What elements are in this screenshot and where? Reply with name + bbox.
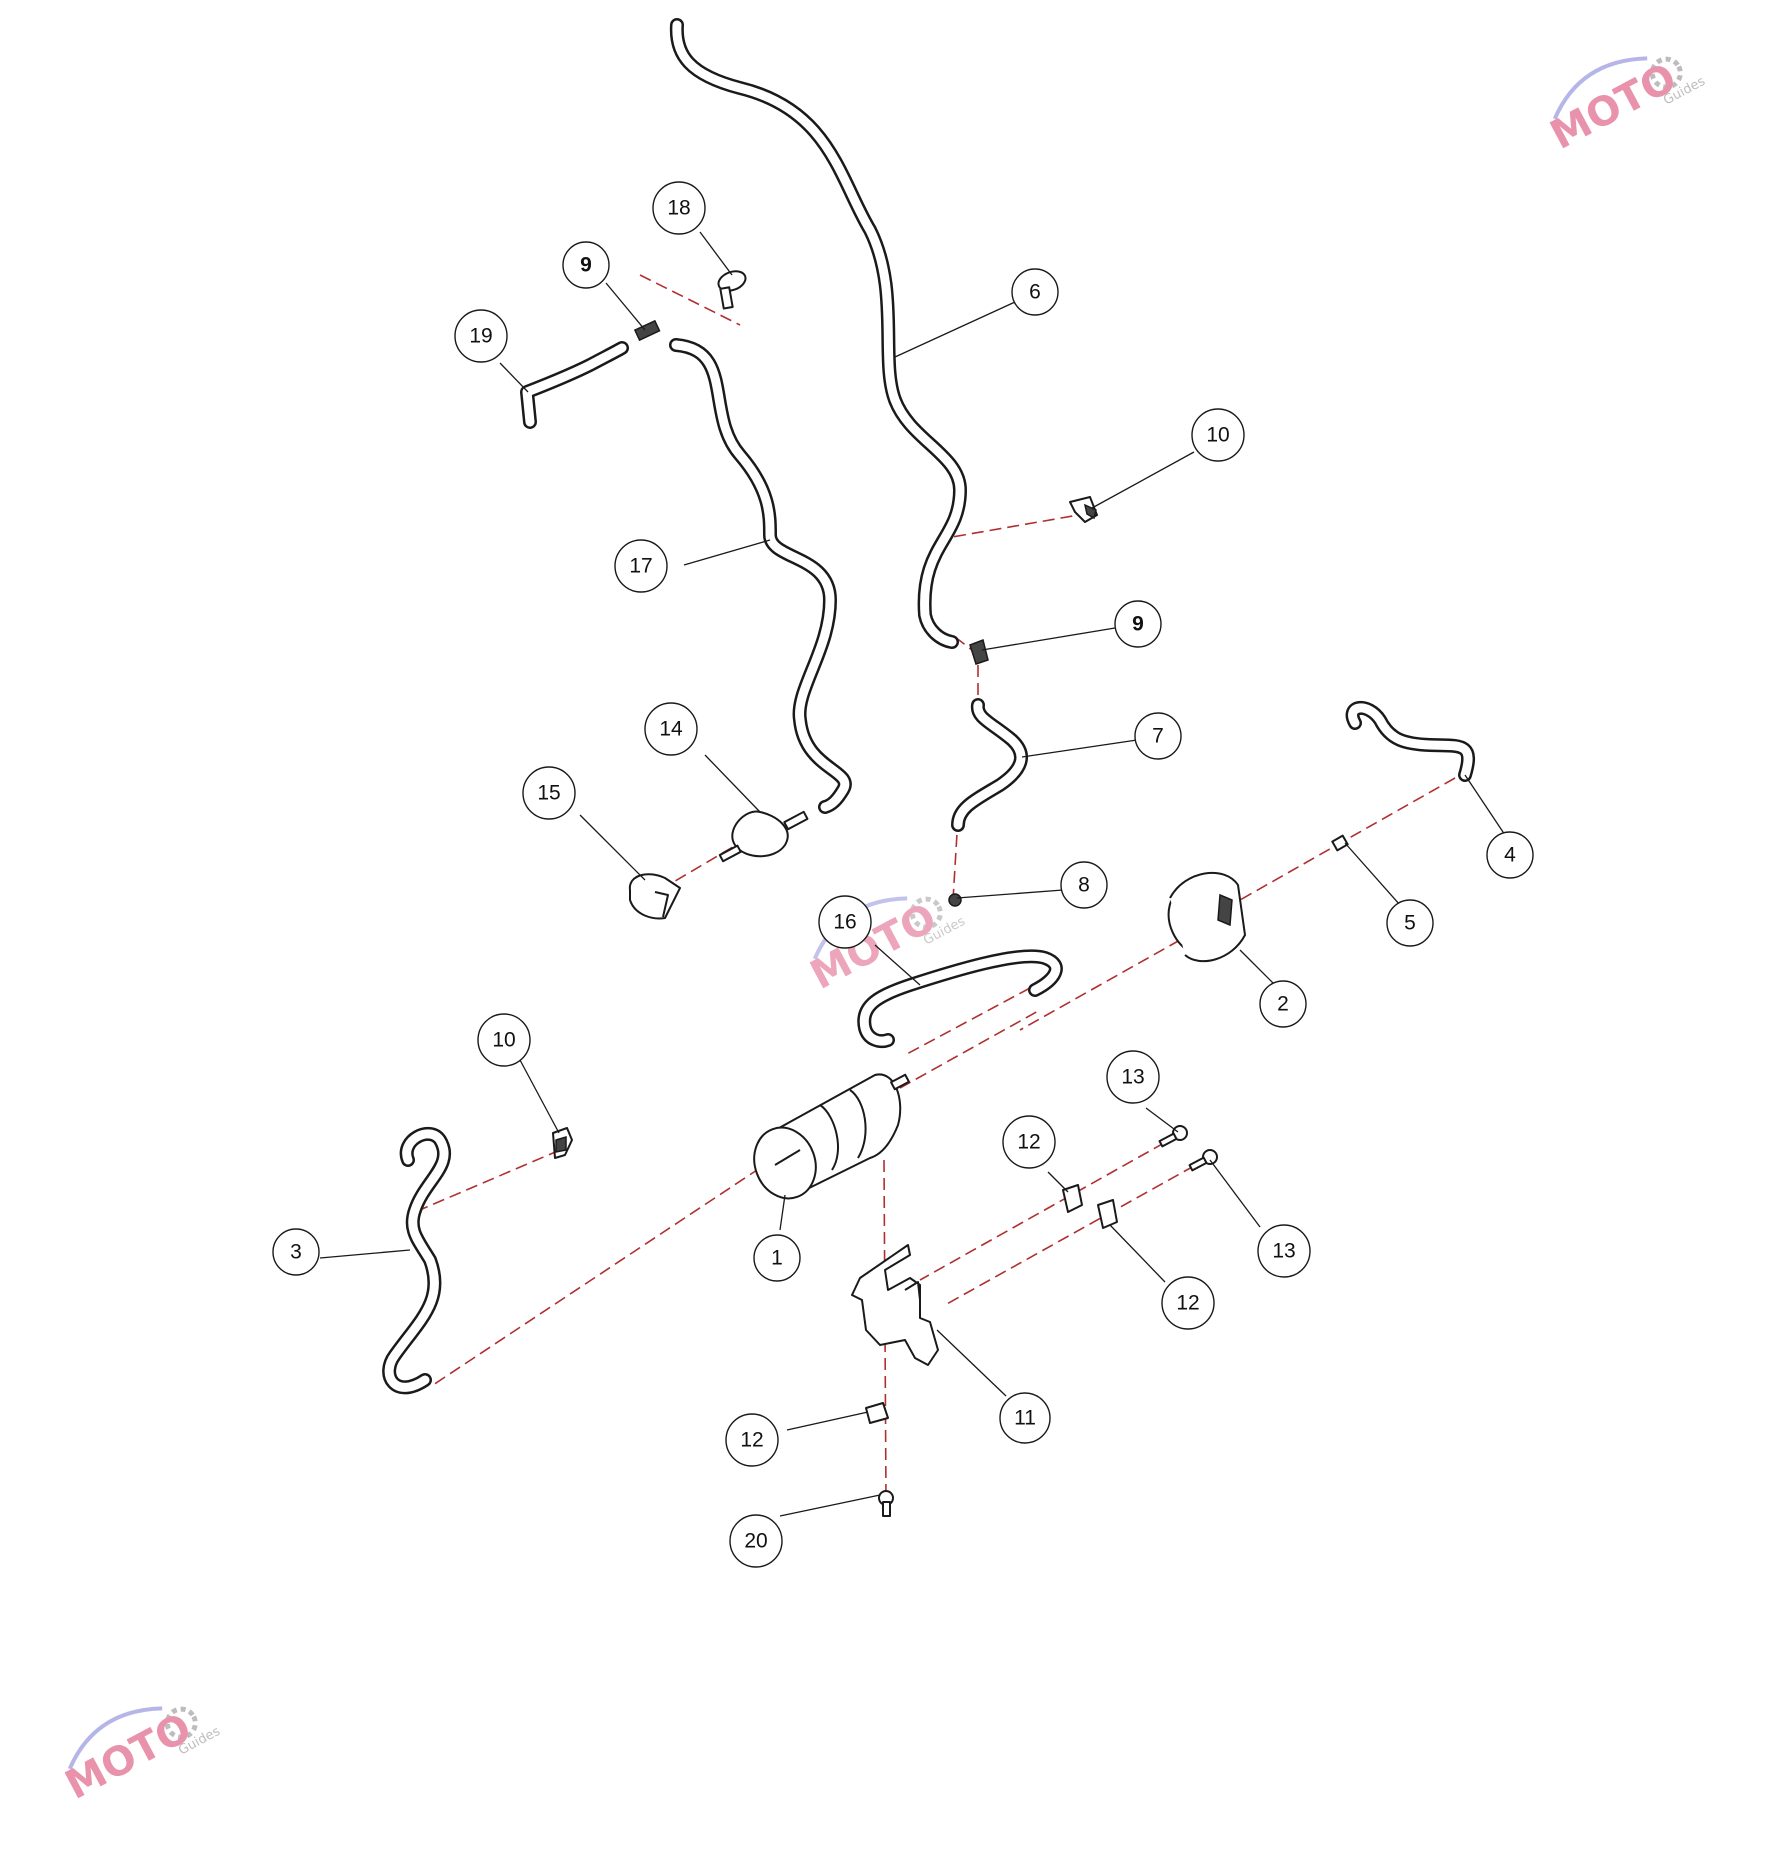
clip-12-right: [1097, 1199, 1118, 1229]
callout-14-label: 14: [659, 718, 683, 741]
clamp-9-middle: [969, 638, 989, 665]
clip-10-upper: [1069, 496, 1098, 523]
callout-12-upper[interactable]: 12: [1002, 1115, 1056, 1169]
callout-1[interactable]: 1: [753, 1234, 801, 1282]
canister-1: [753, 1073, 910, 1200]
callout-3[interactable]: 3: [272, 1228, 320, 1276]
callout-3-label: 3: [290, 1241, 302, 1264]
callout-9-middle[interactable]: 9: [1114, 600, 1162, 648]
clip-10-lower: [552, 1127, 573, 1159]
bolt-13-upper: [1158, 1125, 1188, 1148]
hose-6: [669, 18, 967, 649]
clip-12-lower: [865, 1402, 889, 1424]
cap-8: [948, 893, 962, 907]
callout-12-lower-label: 12: [740, 1429, 763, 1452]
nut-5: [1331, 834, 1349, 852]
fitting-18: [717, 270, 747, 310]
callout-7-label: 7: [1152, 725, 1164, 748]
callout-1-label: 1: [771, 1247, 783, 1270]
bolt-20: [878, 1490, 894, 1517]
callout-2-label: 2: [1277, 993, 1289, 1016]
callout-17[interactable]: 17: [614, 539, 668, 593]
callout-11[interactable]: 11: [999, 1392, 1051, 1444]
callout-10-upper-label: 10: [1206, 424, 1229, 447]
callout-5[interactable]: 5: [1386, 899, 1434, 947]
clamp-9-upper: [633, 319, 661, 342]
callout-4[interactable]: 4: [1486, 831, 1534, 879]
callout-6[interactable]: 6: [1011, 268, 1059, 316]
callout-18[interactable]: 18: [652, 181, 706, 235]
callout-11-label: 11: [1014, 1407, 1036, 1430]
callout-2[interactable]: 2: [1259, 980, 1307, 1028]
watermark-bottom-left: MOTO Guides: [58, 1705, 223, 1809]
callout-12-lower[interactable]: 12: [725, 1413, 779, 1467]
hoses: [382, 18, 1476, 1395]
watermark-logo-text: MOTO: [58, 1705, 199, 1809]
watermark-logo-text: MOTO: [1543, 55, 1684, 159]
bracket-11: [851, 1244, 939, 1366]
callout-10-lower[interactable]: 10: [477, 1013, 531, 1067]
callout-19[interactable]: 19: [454, 309, 508, 363]
callout-5-label: 5: [1404, 912, 1416, 935]
callout-13-lower[interactable]: 13: [1257, 1224, 1311, 1278]
assembly-lines: [414, 274, 1456, 1501]
callout-15-label: 15: [537, 782, 560, 805]
callout-6-label: 6: [1029, 281, 1041, 304]
callout-15[interactable]: 15: [522, 766, 576, 820]
bolt-13-lower: [1188, 1149, 1218, 1172]
callout-bubbles: 1 2 3 4 5 6 7 8 9 9 10 10 11 12 12 12 13…: [272, 181, 1534, 1568]
callout-20[interactable]: 20: [729, 1514, 783, 1568]
callout-16[interactable]: 16: [818, 895, 872, 949]
callout-12-right-label: 12: [1176, 1292, 1199, 1315]
callout-8[interactable]: 8: [1060, 861, 1108, 909]
callout-16-label: 16: [833, 911, 856, 934]
callout-13-upper-label: 13: [1121, 1066, 1144, 1089]
valve-14: [718, 810, 809, 863]
callout-20-label: 20: [744, 1530, 767, 1553]
callout-4-label: 4: [1504, 844, 1516, 867]
callout-18-label: 18: [667, 197, 690, 220]
callout-9-middle-label: 9: [1132, 613, 1144, 636]
callout-9-upper-label: 9: [580, 254, 592, 277]
watermark-top-right: MOTO Guides: [1543, 55, 1708, 159]
bracket-15: [628, 873, 681, 920]
callout-19-label: 19: [469, 325, 492, 348]
callout-13-upper[interactable]: 13: [1106, 1050, 1160, 1104]
clamp-band-2: [1167, 871, 1246, 963]
callout-13-lower-label: 13: [1272, 1240, 1295, 1263]
leader-lines: [319, 231, 1506, 1517]
callout-12-right[interactable]: 12: [1161, 1276, 1215, 1330]
callout-10-upper[interactable]: 10: [1191, 408, 1245, 462]
parts: [552, 270, 1349, 1517]
callout-8-label: 8: [1078, 874, 1090, 897]
callout-7[interactable]: 7: [1134, 712, 1182, 760]
callout-12-upper-label: 12: [1017, 1131, 1040, 1154]
callout-9-upper[interactable]: 9: [562, 241, 610, 289]
callout-17-label: 17: [629, 555, 652, 578]
callout-14[interactable]: 14: [644, 702, 698, 756]
callout-10-lower-label: 10: [492, 1029, 515, 1052]
